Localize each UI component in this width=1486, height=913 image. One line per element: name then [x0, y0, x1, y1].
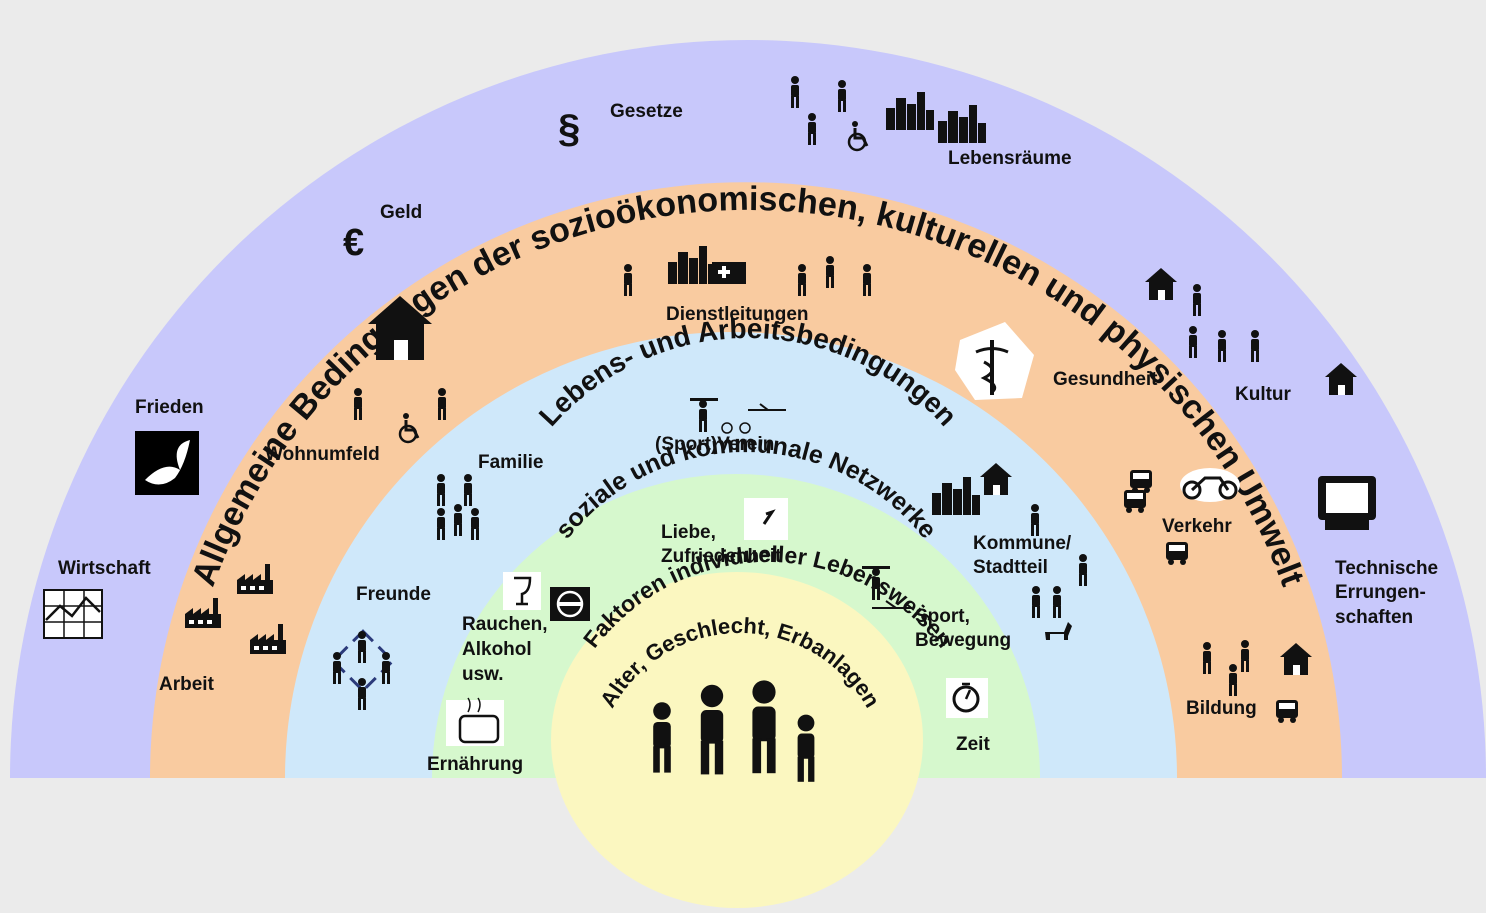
computer-icon — [1318, 476, 1376, 530]
label-technische-2: Errungen- — [1335, 582, 1426, 603]
label-frieden: Frieden — [135, 397, 204, 418]
label-sport-2: Bewegung — [915, 630, 1011, 651]
label-liebe-1: Liebe, — [661, 522, 716, 543]
motorcycle-icon — [1180, 468, 1240, 502]
label-freunde: Freunde — [356, 584, 431, 605]
rings — [10, 40, 1486, 908]
label-rauchen-1: Rauchen, — [462, 614, 548, 635]
label-rauchen-3: usw. — [462, 664, 504, 685]
dienstleistung-icons — [624, 246, 871, 296]
label-dienstleitungen: Dienstleitungen — [666, 304, 809, 325]
chart-icon — [43, 589, 103, 639]
wheelchair-icon-2 — [398, 413, 420, 444]
label-ernaehrung: Ernährung — [427, 754, 523, 775]
dog-icon — [1045, 622, 1072, 640]
love-icon — [744, 498, 788, 540]
paragraph-icon: § — [558, 107, 580, 151]
label-sport-1: Sport, — [915, 606, 970, 627]
euro-icon: € — [343, 222, 364, 264]
dove-icon — [135, 431, 199, 495]
label-liebe-2: Zufriedenheit — [661, 546, 782, 567]
label-kultur: Kultur — [1235, 384, 1292, 405]
label-familie: Familie — [478, 452, 543, 473]
label-bildung: Bildung — [1186, 698, 1257, 719]
caduceus-icon — [955, 322, 1034, 400]
wine-icon — [503, 572, 541, 610]
label-zeit: Zeit — [956, 734, 990, 755]
label-verkehr: Verkehr — [1162, 516, 1232, 537]
sport-icons — [862, 566, 912, 609]
no-smoking-icon — [550, 587, 590, 621]
toaster-icon — [446, 697, 504, 746]
label-wohnumfeld: Wohnumfeld — [265, 444, 380, 465]
wheelchair-icon — [847, 121, 869, 152]
label-gesundheit: Gesundheit — [1053, 369, 1158, 390]
label-gesetze: Gesetze — [610, 101, 683, 122]
label-kommune-1: Kommune/ — [973, 533, 1072, 554]
label-geld: Geld — [380, 202, 422, 223]
label-arbeit: Arbeit — [159, 674, 215, 695]
core-ellipse — [551, 572, 923, 908]
label-sportverein: (Sport)Verein — [655, 434, 774, 455]
label-rauchen-2: Alkohol — [462, 639, 532, 660]
stopwatch-icon — [946, 678, 988, 718]
label-lebensraeume: Lebensräume — [948, 148, 1072, 169]
sportverein-icons — [690, 398, 786, 434]
label-wirtschaft: Wirtschaft — [58, 558, 151, 579]
label-technische-1: Technische — [1335, 558, 1438, 579]
label-technische-3: schaften — [1335, 607, 1413, 628]
label-kommune-2: Stadtteil — [973, 557, 1048, 578]
